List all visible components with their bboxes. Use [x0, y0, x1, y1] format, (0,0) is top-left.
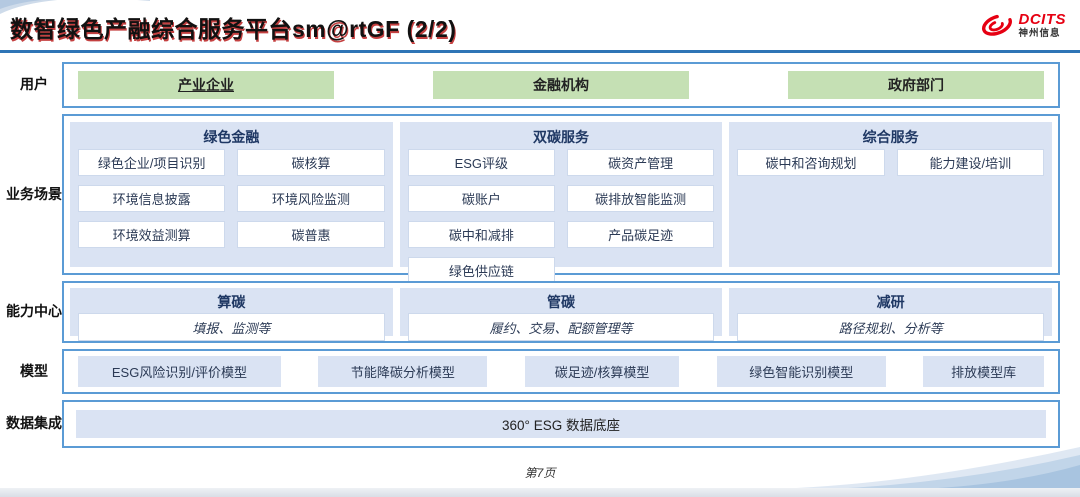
users-row-label: 用户 [20, 76, 48, 93]
scenarios-container: 绿色金融 绿色企业/项目识别 碳核算 环境信息披露 环境风险监测 环境效益测算 … [62, 114, 1060, 284]
esg-data-base-box: 360° ESG 数据底座 [76, 410, 1046, 438]
model-box: 绿色智能识别模型 [716, 356, 886, 387]
user-box-industry: 产业企业 [78, 71, 334, 99]
user-box-finance-label: 金融机构 [532, 77, 589, 93]
data-integration-row: 数据集成 360° ESG 数据底座 [6, 400, 1060, 448]
scenario-item: 产品碳足迹 [567, 221, 715, 248]
users-row: 用户 产业企业 金融机构 政府部门 [6, 62, 1060, 108]
green-finance-items: 绿色企业/项目识别 碳核算 环境信息披露 环境风险监测 环境效益测算 碳普惠 [78, 149, 385, 248]
scenario-item: 碳核算 [237, 149, 385, 176]
page-number: 第7页 [524, 466, 556, 480]
scenario-item: 绿色供应链 [407, 257, 555, 284]
panel-comprehensive-title: 综合服务 [862, 129, 919, 145]
scenario-item: 碳中和减排 [407, 221, 555, 248]
model-box: 碳足迹/核算模型 [524, 356, 680, 387]
capability-manage-carbon-title: 管碳 [547, 294, 575, 310]
capabilities-row-label: 能力中心 [6, 303, 62, 320]
scenarios-row: 业务场景 绿色金融 绿色企业/项目识别 碳核算 环境信息披露 环境风险监测 环境… [6, 114, 1060, 284]
logo-brand-text: DCITS [1018, 11, 1066, 28]
scenario-item: 环境效益测算 [78, 221, 226, 248]
user-box-industry-label: 产业企业 [177, 77, 234, 93]
scenario-item: 碳账户 [407, 185, 555, 212]
scenario-item: 碳资产管理 [567, 149, 715, 176]
title-divider-line [0, 50, 1080, 53]
capability-manage-carbon: 管碳 履约、交易、配额管理等 [399, 288, 723, 341]
capability-manage-carbon-detail: 履约、交易、配额管理等 [407, 313, 715, 341]
architecture-diagram: 用户 产业企业 金融机构 政府部门 业务场景 绿色金融 绿色企业/项目识别 碳核… [6, 62, 1060, 448]
swoosh-icon [0, 0, 150, 14]
scenarios-row-label: 业务场景 [6, 185, 62, 202]
scenario-item: 环境信息披露 [78, 185, 226, 212]
capability-calc-carbon: 算碳 填报、监测等 [70, 288, 393, 341]
capabilities-container: 算碳 填报、监测等 管碳 履约、交易、配额管理等 减研 路径规划、分析等 [62, 281, 1060, 343]
scenario-item: 绿色企业/项目识别 [78, 149, 226, 176]
panel-green-finance-title: 绿色金融 [203, 129, 260, 145]
scenario-item: ESG评级 [407, 149, 555, 176]
capability-calc-carbon-title: 算碳 [217, 294, 246, 310]
capability-reduce-research-title: 减研 [876, 294, 905, 310]
models-row: 模型 ESG风险识别/评价模型 节能降碳分析模型 碳足迹/核算模型 绿色智能识别… [6, 349, 1060, 394]
scenario-item: 碳排放智能监测 [567, 185, 715, 212]
top-left-swoosh-decoration [0, 0, 150, 14]
capability-reduce-research-detail: 路径规划、分析等 [737, 313, 1045, 341]
models-row-label: 模型 [20, 362, 48, 379]
scenario-item: 碳中和咨询规划 [737, 149, 885, 176]
users-container: 产业企业 金融机构 政府部门 [62, 62, 1060, 108]
dcits-swirl-icon [981, 14, 1012, 37]
user-box-government: 政府部门 [788, 71, 1044, 99]
models-container: ESG风险识别/评价模型 节能降碳分析模型 碳足迹/核算模型 绿色智能识别模型 … [62, 349, 1060, 394]
user-box-finance: 金融机构 [433, 71, 689, 99]
capabilities-row: 能力中心 算碳 填报、监测等 管碳 履约、交易、配额管理等 减研 路径规划、分析… [6, 281, 1060, 343]
capability-reduce-research: 减研 路径规划、分析等 [729, 288, 1053, 341]
model-box: ESG风险识别/评价模型 [78, 356, 281, 387]
data-integration-row-label: 数据集成 [6, 415, 62, 432]
scenario-item: 能力建设/培训 [896, 149, 1045, 176]
panel-green-finance: 绿色金融 绿色企业/项目识别 碳核算 环境信息披露 环境风险监测 环境效益测算 … [70, 122, 393, 267]
user-box-government-label: 政府部门 [887, 77, 944, 93]
scenario-item: 碳普惠 [237, 221, 385, 248]
logo-company-text: 神州信息 [1018, 28, 1061, 39]
panel-dual-carbon-title: 双碳服务 [533, 129, 589, 145]
dual-carbon-items: ESG评级 碳资产管理 碳账户 碳排放智能监测 碳中和减排 产品碳足迹 绿色供应… [407, 149, 715, 284]
panel-dual-carbon: 双碳服务 ESG评级 碳资产管理 碳账户 碳排放智能监测 碳中和减排 产品碳足迹… [399, 122, 723, 284]
scenario-item: 环境风险监测 [237, 185, 385, 212]
data-integration-container: 360° ESG 数据底座 [62, 400, 1060, 448]
page-title: 数智绿色产融综合服务平台sm@rtGF (2/2) [10, 16, 457, 42]
panel-comprehensive: 综合服务 碳中和咨询规划 能力建设/培训 [729, 122, 1053, 267]
bottom-edge-bar [0, 488, 1080, 497]
company-logo: DCITS 神州信息 [980, 12, 1067, 39]
comprehensive-items: 碳中和咨询规划 能力建设/培训 [737, 149, 1045, 176]
model-box: 节能降碳分析模型 [318, 356, 488, 387]
slide-header: 数智绿色产融综合服务平台sm@rtGF (2/2) [10, 10, 930, 44]
logo-text: DCITS 神州信息 [1019, 12, 1067, 39]
model-box: 排放模型库 [923, 356, 1044, 387]
capability-calc-carbon-detail: 填报、监测等 [78, 313, 385, 341]
